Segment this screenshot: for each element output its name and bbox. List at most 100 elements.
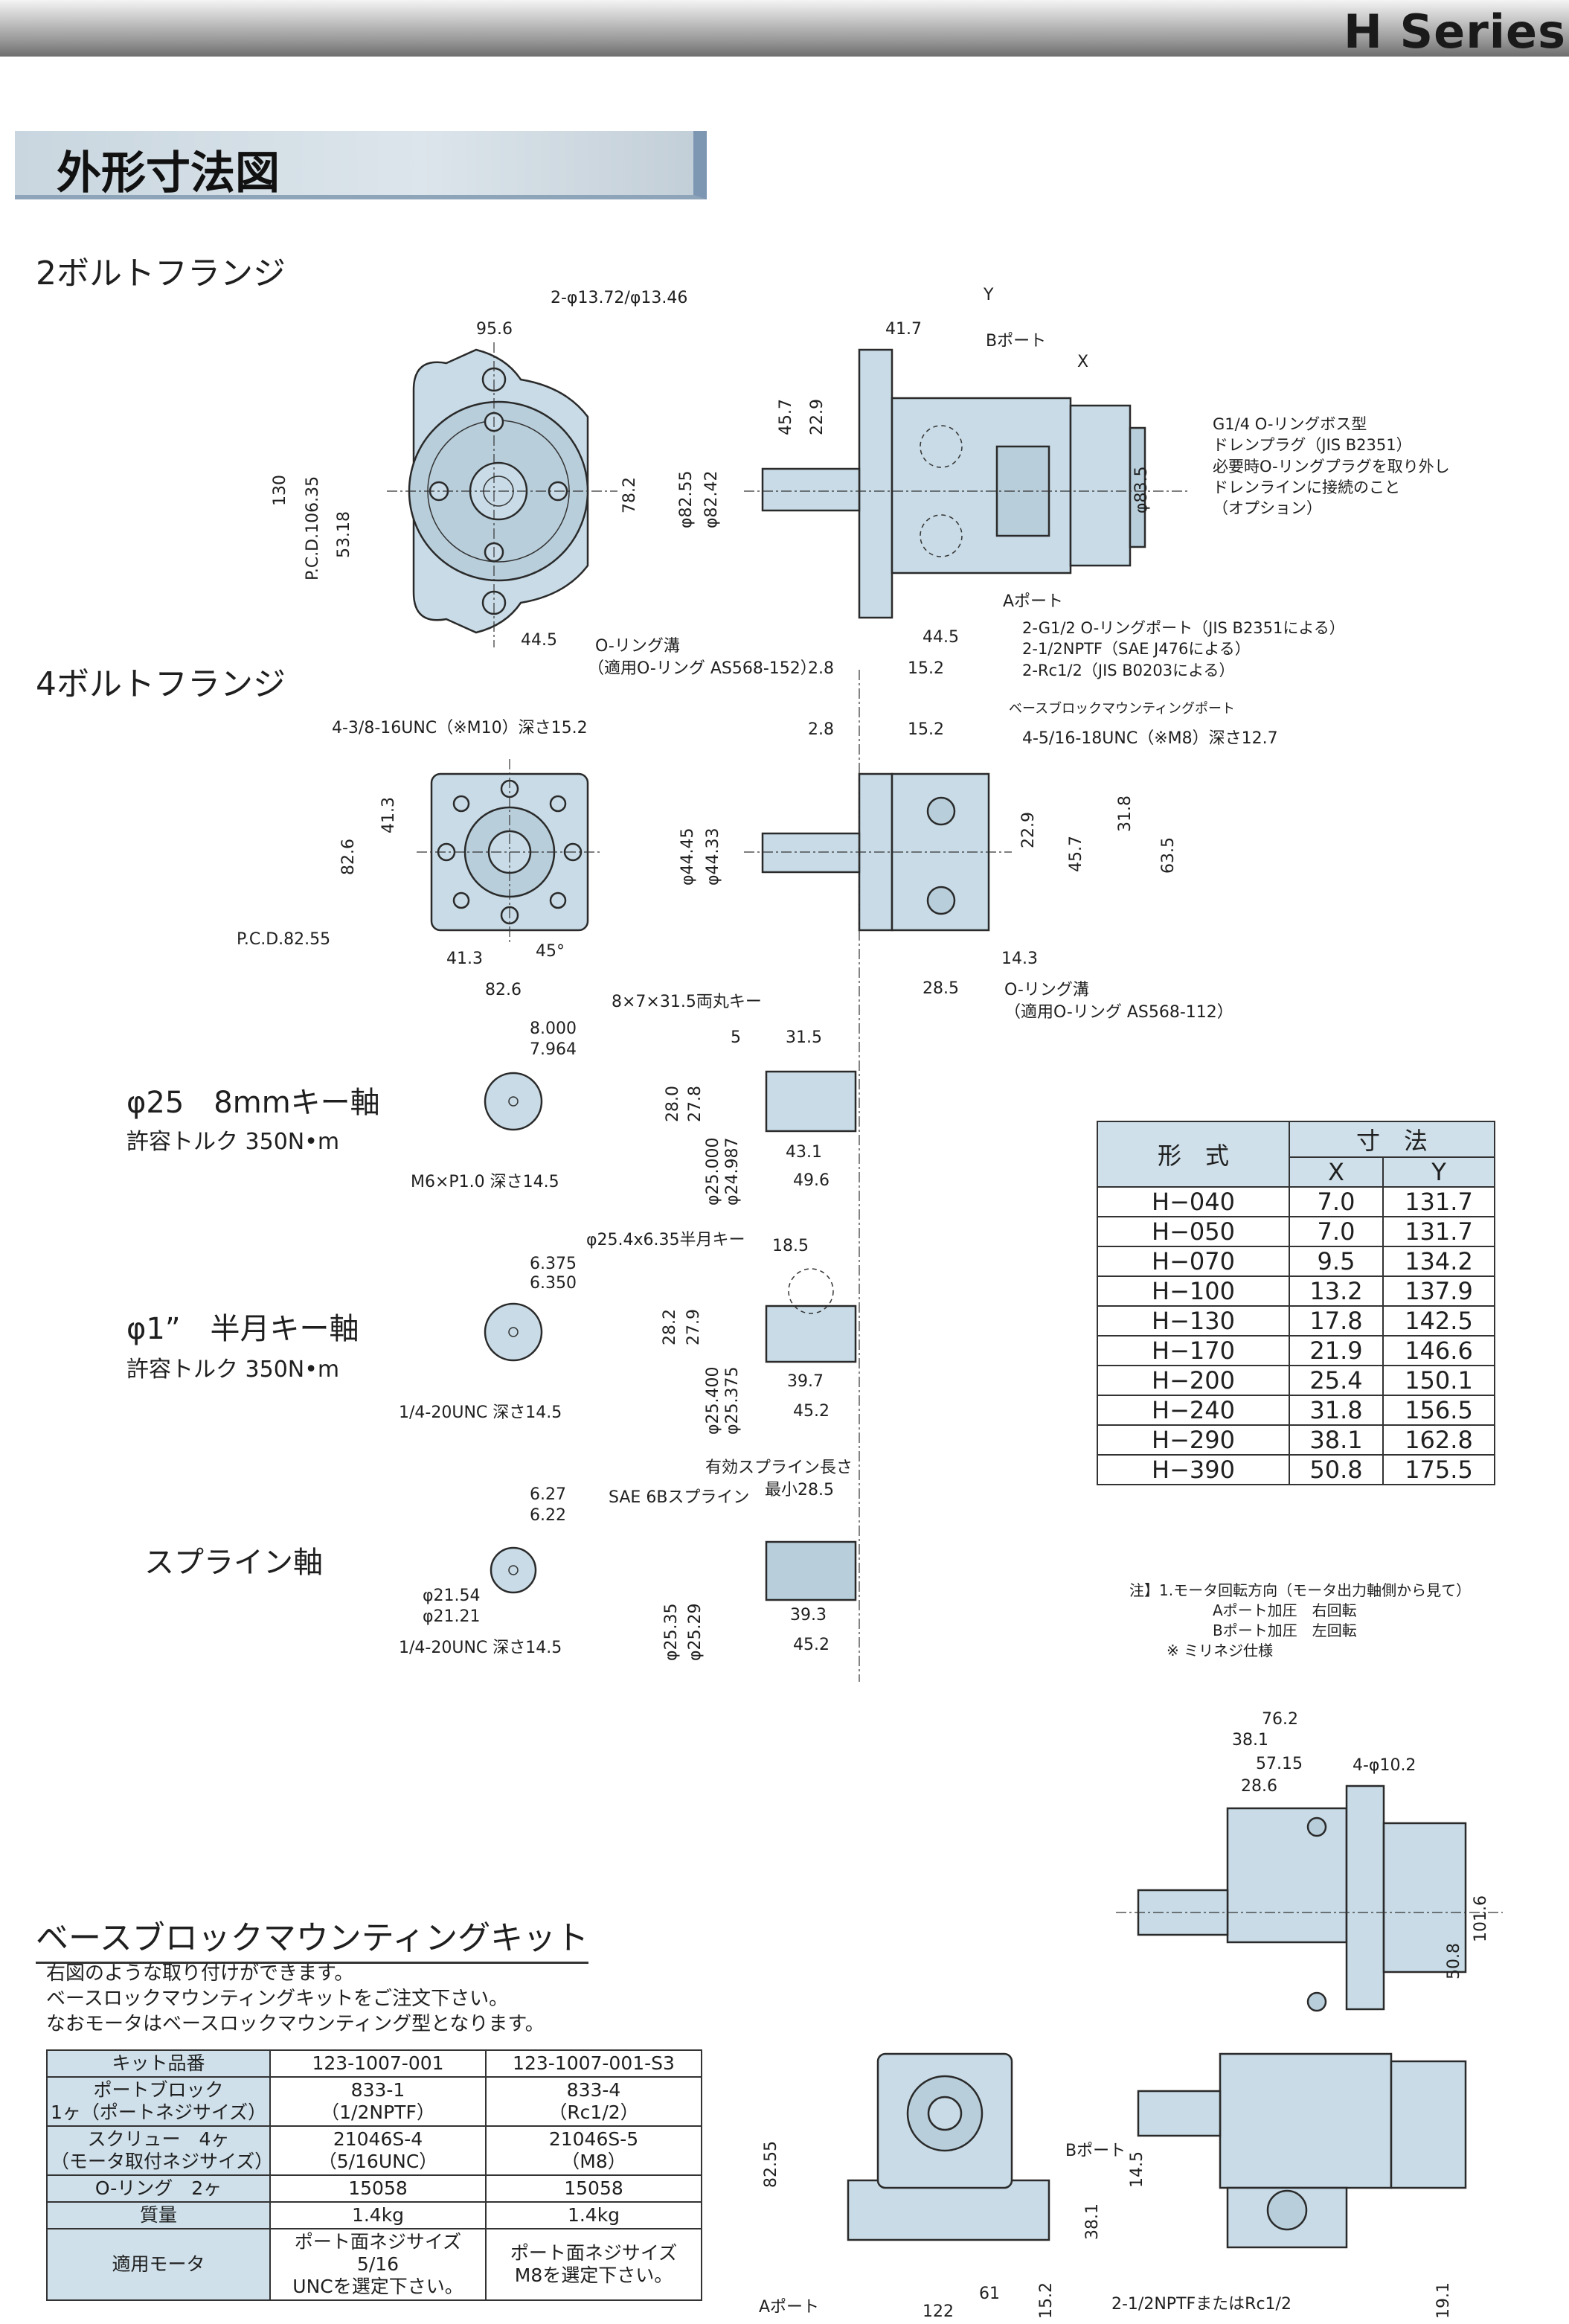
port-note: 2-G1/2 O-リングポート（JIS B2351による） 2-1/2NPTF（… bbox=[1022, 618, 1345, 681]
dim-label: 41.3 bbox=[446, 950, 483, 968]
shaft-views bbox=[484, 1070, 857, 1601]
dim-label: P.C.D.82.55 bbox=[237, 930, 331, 949]
dim-label: 50.8 bbox=[1445, 1943, 1463, 1979]
dim-label: 6.22 bbox=[530, 1506, 566, 1525]
dim-label: φ25.400 bbox=[704, 1366, 722, 1435]
table-cell-y: 131.7 bbox=[1382, 1186, 1495, 1217]
note-line: Bポート加圧 左回転 bbox=[1213, 1622, 1357, 1639]
dim-label: φ25.000 bbox=[704, 1137, 722, 1206]
port-note-line: 2-1/2NPTF（SAE J476による） bbox=[1022, 640, 1251, 659]
dim-label: 28.5 bbox=[923, 979, 959, 998]
dim-label: 76.2 bbox=[1262, 1710, 1298, 1729]
dim-label: 15.2 bbox=[1037, 2282, 1056, 2319]
dim-label: 82.6 bbox=[485, 981, 522, 999]
plug-note: G1/4 O-リングボス型 ドレンプラグ（JIS B2351） 必要時O-リング… bbox=[1213, 414, 1450, 519]
dim-label: 4-φ10.2 bbox=[1353, 1756, 1416, 1775]
kit-cell-c1: 21046S-4（5/16UNC） bbox=[269, 2125, 487, 2176]
dim-label: O-リング溝 bbox=[1004, 981, 1089, 999]
table-cell-x: 50.8 bbox=[1289, 1454, 1384, 1485]
flange2-title: 2ボルトフランジ bbox=[36, 255, 286, 292]
dim-label: 4-3/8-16UNC（※M10）深さ15.2 bbox=[332, 719, 588, 737]
table-cell-model: H−100 bbox=[1097, 1275, 1290, 1307]
table-cell-x: 13.2 bbox=[1289, 1275, 1384, 1307]
plug-note-line: G1/4 O-リングボス型 bbox=[1213, 415, 1367, 433]
dim-label: 44.5 bbox=[923, 628, 959, 647]
table-header-dim: 寸 法 bbox=[1289, 1121, 1495, 1158]
flange4-side-view bbox=[744, 670, 1012, 1682]
dim-label: 15.2 bbox=[908, 720, 944, 739]
dim-label: φ82.42 bbox=[702, 470, 721, 529]
table-cell-model: H−390 bbox=[1097, 1454, 1290, 1485]
dim-label: M6×P1.0 深さ14.5 bbox=[411, 1173, 559, 1191]
dim-label: 28.2 bbox=[661, 1309, 679, 1345]
kit-cell-c2: 15058 bbox=[485, 2174, 702, 2203]
dim-label: （適用O-リング AS568-152） bbox=[588, 659, 817, 678]
table-cell-y: 156.5 bbox=[1382, 1395, 1495, 1426]
dim-label: 8×7×31.5両丸キー bbox=[612, 993, 762, 1011]
dim-label: 130 bbox=[271, 475, 289, 506]
dim-label: φ83.5 bbox=[1132, 466, 1151, 514]
dim-label: 22.9 bbox=[1019, 812, 1038, 848]
port-note-line: 2-Rc1/2（JIS B0203による） bbox=[1022, 661, 1235, 679]
dim-label: 49.6 bbox=[793, 1171, 830, 1190]
flange2-side-view bbox=[744, 348, 1190, 619]
dim-label: φ25.29 bbox=[686, 1603, 705, 1662]
dim-label: 78.2 bbox=[620, 477, 639, 513]
table-header-y: Y bbox=[1382, 1156, 1495, 1188]
dim-label: Y bbox=[984, 286, 994, 304]
table-cell-model: H−070 bbox=[1097, 1246, 1290, 1277]
note-line: Aポート加圧 右回転 bbox=[1213, 1601, 1357, 1619]
section-header: 外形寸法図 bbox=[15, 131, 707, 199]
table-cell-x: 17.8 bbox=[1289, 1305, 1384, 1337]
dim-label: 27.9 bbox=[684, 1309, 703, 1345]
dim-label: SAE 6Bスプライン bbox=[609, 1488, 750, 1507]
table-cell-model: H−290 bbox=[1097, 1424, 1290, 1456]
header-bar bbox=[0, 0, 1569, 57]
plug-note-line: （オプション） bbox=[1213, 499, 1322, 518]
dim-label: 57.15 bbox=[1256, 1755, 1303, 1773]
kit-intro: 右図のような取り付けができます。 ベースロックマウンティングキットをご注文下さい… bbox=[46, 1962, 545, 2037]
dim-label: 2.8 bbox=[808, 720, 834, 739]
table-cell-model: H−040 bbox=[1097, 1186, 1290, 1217]
dim-label: φ82.55 bbox=[677, 470, 696, 529]
port-note-line: 2-G1/2 O-リングポート（JIS B2351による） bbox=[1022, 619, 1345, 637]
dim-label: 1/4-20UNC 深さ14.5 bbox=[399, 1639, 562, 1657]
dim-label: 有効スプライン長さ bbox=[705, 1459, 853, 1477]
table-cell-y: 150.1 bbox=[1382, 1365, 1495, 1396]
dim-label: 101.6 bbox=[1472, 1895, 1490, 1942]
note-line: 注】1.モータ回転方向（モータ出力軸側から見て） bbox=[1129, 1581, 1472, 1599]
dim-label: 6.375 bbox=[530, 1255, 577, 1273]
dim-label: 19.1 bbox=[1434, 2282, 1453, 2319]
mount-front-view bbox=[847, 2052, 1050, 2241]
dim-label: 2-1/2NPTFまたはRc1/2 bbox=[1111, 2295, 1292, 2314]
flange2-front-view bbox=[387, 342, 617, 647]
kit-cell-c1: 1.4kg bbox=[269, 2201, 487, 2229]
dim-label: 95.6 bbox=[476, 320, 513, 339]
dim-label: 45.7 bbox=[777, 399, 795, 435]
dim-label: 6.350 bbox=[530, 1274, 577, 1293]
shaft1-title: φ25 8mmキー軸 bbox=[126, 1086, 380, 1120]
dim-label: P.C.D.106.35 bbox=[304, 476, 322, 580]
dim-label: φ25.4x6.35半月キー bbox=[586, 1231, 745, 1249]
table-cell-x: 7.0 bbox=[1289, 1216, 1384, 1247]
kit-cell-c2: 21046S-5（M8） bbox=[485, 2125, 702, 2176]
table-cell-y: 142.5 bbox=[1382, 1305, 1495, 1337]
kit-cell-c2: 1.4kg bbox=[485, 2201, 702, 2229]
series-title: H Series bbox=[1344, 4, 1566, 59]
dim-label: φ44.45 bbox=[678, 828, 697, 886]
dim-label: X bbox=[1077, 353, 1089, 371]
table-cell-x: 21.9 bbox=[1289, 1335, 1384, 1366]
dim-label: 14.5 bbox=[1128, 2151, 1146, 2188]
table-cell-y: 137.9 bbox=[1382, 1275, 1495, 1307]
kit-cell-label: スクリュー 4ヶ（モータ取付ネジサイズ） bbox=[46, 2125, 273, 2176]
dim-label: 最小28.5 bbox=[765, 1481, 834, 1499]
table-header-model: 形 式 bbox=[1097, 1121, 1290, 1188]
shaft2-torque: 許容トルク 350N•m bbox=[126, 1357, 340, 1383]
